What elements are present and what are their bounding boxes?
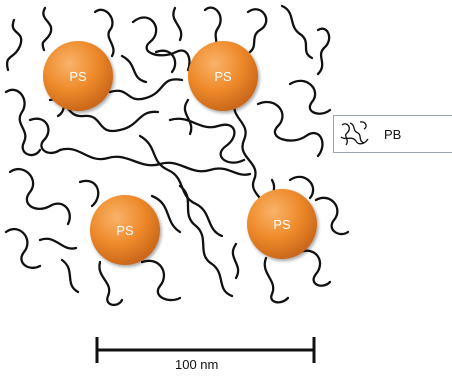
pb-chain <box>178 184 234 298</box>
ps-sphere-label: PS <box>273 217 291 232</box>
pb-chain <box>28 117 62 155</box>
legend-label-pb: PB <box>384 127 402 142</box>
scale-bar <box>95 337 316 363</box>
pb-chain <box>140 259 182 302</box>
ps-sphere: PS <box>90 195 160 265</box>
pb-chain <box>150 194 182 234</box>
pb-chain <box>288 79 332 115</box>
pb-chain <box>98 260 124 307</box>
pb-chain <box>4 228 42 269</box>
scale-bar-label: 100 nm <box>175 357 219 372</box>
pb-chain <box>120 54 148 84</box>
ps-sphere: PS <box>247 189 317 259</box>
pb-chain <box>172 6 183 42</box>
pb-chain <box>93 8 115 58</box>
pb-chain <box>78 179 100 208</box>
pb-chain-icon <box>340 121 369 146</box>
ps-sphere: PS <box>43 41 113 111</box>
ps-sphere-label: PS <box>214 69 232 84</box>
pb-chain <box>316 27 331 76</box>
pb-chain <box>314 196 350 236</box>
pb-chain <box>246 8 268 54</box>
pb-chain <box>60 258 80 294</box>
pb-chain <box>154 49 177 74</box>
pb-chain <box>38 237 78 250</box>
pb-chain <box>288 175 315 200</box>
pb-chain <box>131 16 191 72</box>
ps-sphere: PS <box>188 41 258 111</box>
pb-chain <box>256 101 324 158</box>
pb-chain <box>5 18 23 72</box>
pb-chain <box>263 256 290 304</box>
ps-sphere-label: PS <box>116 223 134 238</box>
pb-chain <box>298 249 332 287</box>
pb-chain <box>168 117 246 164</box>
pb-chain <box>4 88 42 157</box>
pb-chain <box>231 242 240 280</box>
legend: PB <box>333 115 452 153</box>
pb-chain <box>233 98 267 216</box>
pb-chain <box>8 168 71 226</box>
pb-chain <box>280 4 314 60</box>
pb-chain <box>108 78 184 101</box>
ps-sphere-label: PS <box>69 69 87 84</box>
pb-chain <box>41 6 53 52</box>
pb-chain <box>183 98 193 136</box>
